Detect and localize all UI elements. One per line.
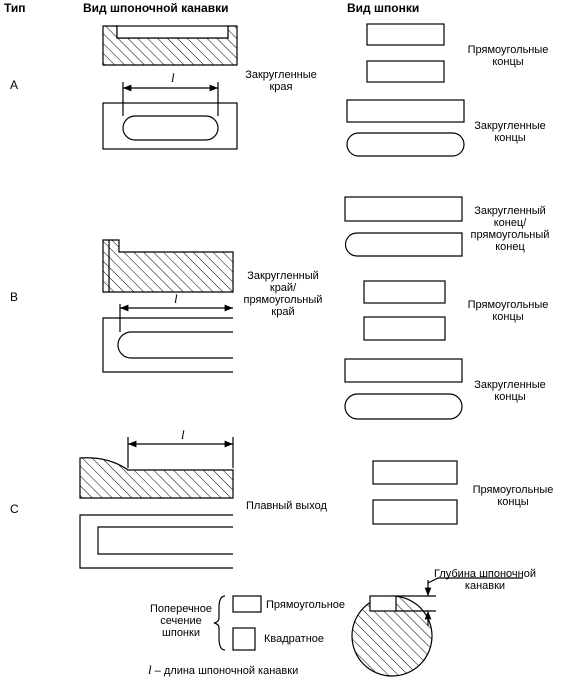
header-type: Тип — [4, 1, 26, 15]
groove-c-section — [79, 437, 234, 499]
groove-b-top — [102, 304, 233, 373]
type-c-label: C — [10, 502, 19, 516]
header-key-view: Вид шпонки — [347, 1, 420, 15]
key-b-rect-1 — [363, 280, 446, 304]
key-b-rect-2 — [363, 316, 446, 341]
header-groove-view: Вид шпоночной канавки — [83, 1, 229, 15]
key-b-mixed-rect — [344, 196, 463, 222]
legend-rect-label: Прямоугольное — [266, 599, 346, 611]
legend-brace — [213, 595, 226, 651]
key-a-rect-1 — [366, 23, 445, 46]
legend-square-box — [232, 627, 256, 651]
key-b-rect-3 — [344, 358, 463, 383]
key-b-mixed-round — [344, 232, 463, 257]
groove-a-top — [102, 82, 238, 150]
key-a-rect-2 — [366, 60, 445, 83]
dim-l-b: l — [174, 291, 178, 306]
type-a-label: A — [10, 78, 19, 92]
shaft-cross-section — [351, 577, 523, 677]
key-c-rect-1 — [372, 460, 458, 485]
key-a-rect-3 — [346, 99, 465, 123]
type-b-label: B — [10, 290, 19, 304]
groove-a-section — [102, 25, 238, 66]
key-a-round — [346, 132, 465, 157]
groove-c-top — [79, 514, 233, 569]
dim-l-c: l — [181, 427, 185, 442]
legend-rect-box — [232, 595, 262, 613]
dim-l-a: l — [171, 70, 175, 85]
key-b-round — [344, 393, 463, 420]
groove-b-section — [102, 239, 234, 293]
legend-square-label: Квадратное — [264, 633, 325, 645]
key-c-rect-2 — [372, 499, 458, 525]
footnote: l – длина шпоночной канавки — [148, 662, 299, 677]
groove-c-label: Плавный выход — [246, 500, 327, 512]
